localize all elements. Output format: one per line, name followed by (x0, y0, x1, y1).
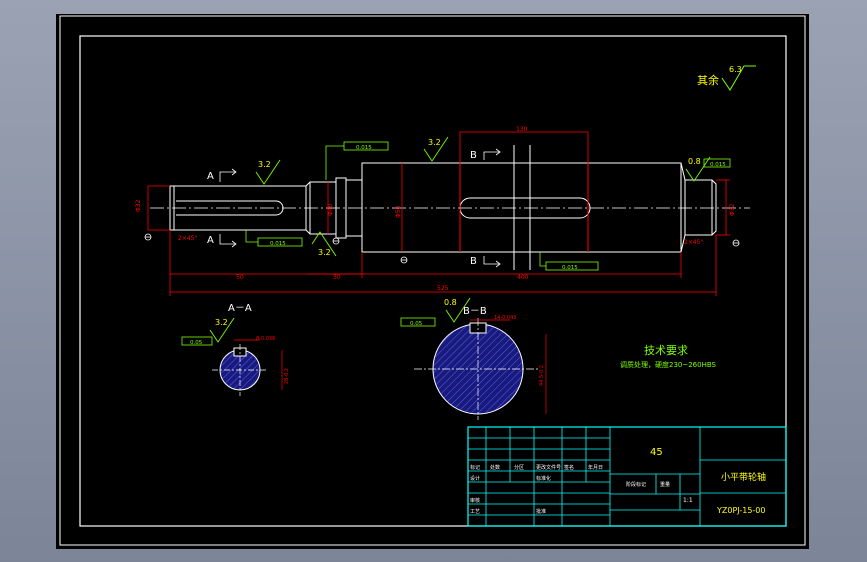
drawing-background (56, 14, 809, 549)
svg-text:更改文件号: 更改文件号 (536, 464, 561, 471)
svg-text:Φ40: Φ40 (327, 203, 334, 216)
tolerance-values: 0.015 0.015 0.015 0.015 0.05 0.05 (190, 145, 726, 346)
svg-text:0.015: 0.015 (710, 162, 726, 168)
svg-text:2×45°: 2×45° (178, 235, 197, 242)
title-block (467, 426, 787, 527)
svg-text:A: A (207, 235, 214, 246)
svg-text:14-0.043: 14-0.043 (494, 315, 516, 321)
svg-text:0.015: 0.015 (270, 241, 286, 247)
svg-text:批准: 批准 (536, 508, 546, 515)
svg-text:30: 30 (333, 274, 341, 281)
section-arrows (219, 148, 501, 268)
svg-text:阶段标记: 阶段标记 (626, 481, 646, 488)
svg-text:处数: 处数 (490, 464, 500, 471)
svg-text:标记: 标记 (470, 464, 480, 471)
svg-text:年月日: 年月日 (588, 464, 603, 471)
shaft-main-view (169, 145, 717, 270)
tech-requirements-title: 技术要求 (644, 344, 688, 357)
svg-text:0.05: 0.05 (190, 340, 203, 346)
svg-text:2×45°: 2×45° (684, 239, 703, 246)
svg-text:工艺: 工艺 (470, 509, 480, 515)
svg-text:0.015: 0.015 (562, 265, 578, 271)
svg-text:50: 50 (236, 274, 244, 281)
svg-text:标准化: 标准化 (536, 475, 551, 482)
roughness-symbols (209, 136, 711, 343)
other-roughness-symbol: 6.3 (721, 65, 756, 91)
drawing-number: YZ0PJ-15-00 (716, 506, 766, 515)
svg-text:400: 400 (517, 274, 529, 281)
svg-text:重量: 重量 (660, 481, 670, 488)
tolerance-frames (181, 141, 731, 346)
dimension-lines (147, 131, 730, 296)
svg-text:3.2: 3.2 (428, 138, 441, 147)
svg-text:525: 525 (437, 285, 449, 292)
svg-text:0.8: 0.8 (444, 298, 457, 307)
section-bb-view: 14-0.043 44.5-0.2 (414, 315, 547, 420)
svg-text:0.015: 0.015 (356, 145, 372, 151)
part-name: 小平带轮轴 (721, 471, 766, 483)
svg-text:8-0.036: 8-0.036 (256, 336, 275, 342)
datum-markers (144, 233, 740, 264)
svg-text:Φ32: Φ32 (135, 199, 142, 212)
scale-value: 1:1 (683, 497, 693, 504)
outer-frame (59, 15, 806, 546)
svg-text:分区: 分区 (514, 464, 524, 471)
svg-text:6.3: 6.3 (729, 65, 742, 74)
svg-text:A: A (207, 171, 214, 182)
svg-text:B: B (470, 256, 477, 267)
svg-text:3.2: 3.2 (318, 248, 331, 257)
svg-text:B: B (470, 150, 477, 161)
section-marks: A A B B (207, 150, 477, 267)
svg-text:28-0.2: 28-0.2 (284, 368, 290, 384)
svg-text:0.05: 0.05 (410, 321, 423, 327)
svg-text:设计: 设计 (470, 475, 480, 482)
svg-text:审核: 审核 (470, 497, 480, 504)
svg-text:3.2: 3.2 (215, 318, 228, 327)
section-bb-title: B－B (463, 306, 487, 317)
svg-text:44.5-0.2: 44.5-0.2 (539, 365, 545, 386)
inner-frame (79, 35, 787, 527)
svg-text:Φ50: Φ50 (395, 205, 402, 218)
tech-requirements-line1: 调质处理，硬度230~260HBS (620, 360, 717, 369)
dimension-texts: Φ32 Φ40 Φ50 Φ32 50 30 400 525 130 2×45° … (135, 126, 736, 292)
material-value: 45 (650, 447, 663, 458)
svg-text:签名: 签名 (564, 464, 574, 471)
svg-text:3.2: 3.2 (258, 160, 271, 169)
other-roughness-label: 其余 (697, 73, 719, 87)
svg-text:Φ32: Φ32 (729, 203, 736, 216)
section-aa-view: 8-0.036 28-0.2 (212, 336, 290, 396)
roughness-values: 3.2 3.2 3.2 0.8 3.2 0.8 (215, 138, 701, 327)
section-aa-title: A－A (228, 303, 252, 314)
title-block-headers: 标记 处数 分区 更改文件号 签名 年月日 设计 标准化 审核 工艺 批准 阶段… (470, 464, 670, 515)
svg-text:0.8: 0.8 (688, 157, 701, 166)
svg-text:130: 130 (516, 126, 528, 133)
